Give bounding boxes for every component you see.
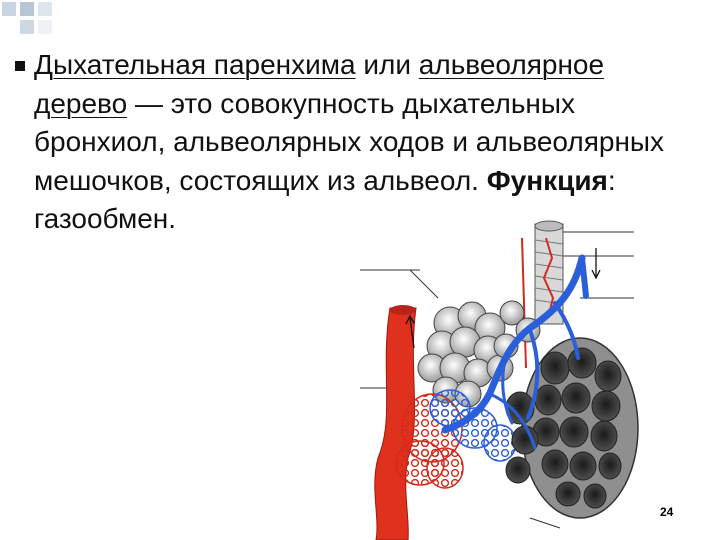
- definition-text: — это совокупность дыхательных бронхиол,…: [34, 87, 665, 196]
- connector-text: или: [355, 49, 419, 80]
- alveolar-sac-dark: [505, 337, 639, 519]
- bullet-marker: [15, 61, 25, 71]
- alveolar-tree-illustration: [360, 220, 639, 540]
- bronchiole: [521, 220, 564, 369]
- flow-arrow-down: [591, 248, 601, 280]
- capillary-network: [395, 389, 517, 489]
- function-label: Функция: [486, 164, 608, 196]
- alveoli-light: [417, 300, 541, 408]
- term-alveolar-tree: альвеолярное дерево: [34, 49, 605, 119]
- definition-paragraph: Дыхательная паренхима или альвеолярное д…: [34, 46, 704, 239]
- function-text: : газообмен.: [34, 164, 616, 235]
- flow-arrow-up: [405, 314, 415, 349]
- vein-vessel: [441, 254, 589, 450]
- page-number: 24: [660, 505, 674, 519]
- term-respiratory-parenchyma: Дыхательная паренхима: [34, 49, 356, 80]
- decorative-squares: [2, 2, 52, 34]
